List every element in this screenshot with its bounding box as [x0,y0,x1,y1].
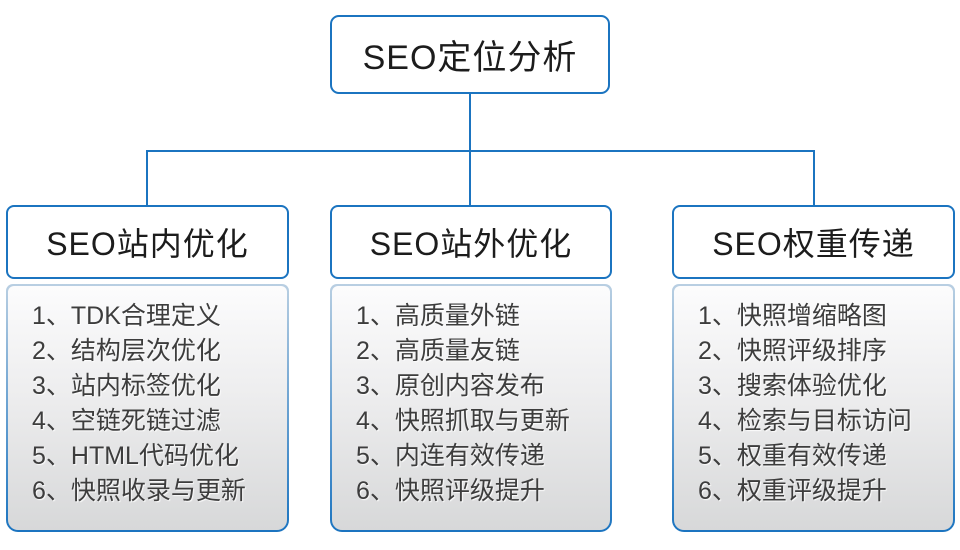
list-item: 6、快照收录与更新 [32,477,246,505]
column-header-offsite: SEO站外优化 [330,205,612,279]
column-list-onsite-body: 1、TDK合理定义 2、结构层次优化 3、站内标签优化 4、空链死链过滤 5、H… [8,286,287,530]
list-item: 3、原创内容发布 [356,372,545,400]
connector-drop-right [813,150,815,205]
column-header-offsite-label: SEO站外优化 [369,226,573,262]
column-header-onsite-label: SEO站内优化 [46,226,249,262]
list-item: 4、检索与目标访问 [698,407,912,435]
column-header-weight-label: SEO权重传递 [712,226,915,262]
list-item: 4、空链死链过滤 [32,407,221,435]
list-item: 6、权重评级提升 [698,477,887,505]
list-item: 5、内连有效传递 [356,442,545,470]
column-list-offsite: 1、高质量外链 2、高质量友链 3、原创内容发布 4、快照抓取与更新 5、内连有… [330,284,612,532]
connector-drop-left [146,150,148,205]
connector-rail [146,150,815,152]
column-header-onsite: SEO站内优化 [6,205,289,279]
list-item: 2、快照评级排序 [698,337,887,365]
column-list-weight-body: 1、快照增缩略图 2、快照评级排序 3、搜索体验优化 4、检索与目标访问 5、权… [674,286,953,530]
list-item: 2、高质量友链 [356,337,520,365]
list-item: 6、快照评级提升 [356,477,545,505]
list-item: 3、站内标签优化 [32,372,221,400]
column-list-onsite: 1、TDK合理定义 2、结构层次优化 3、站内标签优化 4、空链死链过滤 5、H… [6,284,289,532]
list-item: 1、高质量外链 [356,302,520,330]
list-item: 1、快照增缩略图 [698,302,887,330]
column-list-offsite-body: 1、高质量外链 2、高质量友链 3、原创内容发布 4、快照抓取与更新 5、内连有… [332,286,610,530]
column-header-weight: SEO权重传递 [672,205,955,279]
connector-drop-center [469,150,471,205]
list-item: 5、权重有效传递 [698,442,887,470]
root-node: SEO定位分析 [330,15,610,94]
list-item: 5、HTML代码优化 [32,442,239,470]
list-item: 3、搜索体验优化 [698,372,887,400]
root-title: SEO定位分析 [362,39,578,77]
list-item: 4、快照抓取与更新 [356,407,570,435]
connector-stem [469,94,471,151]
list-item: 1、TDK合理定义 [32,302,221,330]
column-list-weight: 1、快照增缩略图 2、快照评级排序 3、搜索体验优化 4、检索与目标访问 5、权… [672,284,955,532]
list-item: 2、结构层次优化 [32,337,221,365]
